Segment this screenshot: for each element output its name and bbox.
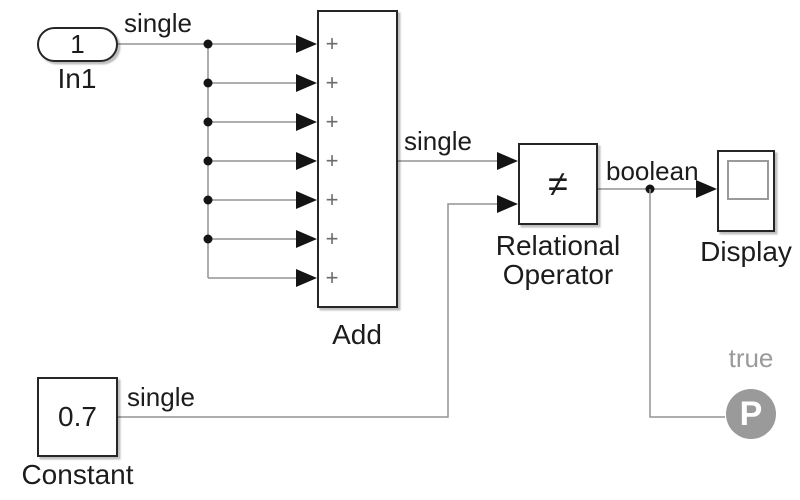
arrowhead-icon (696, 180, 717, 198)
plus-port-sign: + (325, 187, 339, 212)
probe-p-icon: P (739, 394, 763, 433)
arrowhead-icon (296, 113, 317, 131)
probe-value-text: true (728, 343, 774, 373)
constant-block[interactable]: 0.7 (37, 377, 118, 457)
plus-port-sign: + (325, 70, 339, 95)
arrowhead-icon (296, 269, 317, 287)
plus-port-sign: + (325, 31, 339, 56)
relational-operator-block-name[interactable]: Relational Operator (495, 230, 621, 290)
inport-block-in1[interactable]: 1 (37, 27, 118, 62)
arrowhead-icon (497, 152, 518, 170)
add-block[interactable] (317, 10, 398, 308)
branch-dot (203, 156, 213, 166)
plus-port-sign: + (325, 148, 339, 173)
arrowhead-icon (296, 230, 317, 248)
arrowhead-icon (296, 35, 317, 53)
signal-type-label-constant-out: single (127, 382, 195, 412)
display-block-name[interactable]: Display (700, 236, 792, 267)
wire-branch-to-probe[interactable] (649, 189, 725, 418)
add-block-name[interactable]: Add (332, 319, 382, 350)
signal-type-label-add-out: single (404, 126, 472, 156)
branch-dot (203, 195, 213, 205)
branch-dot (203, 117, 213, 127)
display-screen-icon (727, 160, 769, 200)
branch-dot (203, 78, 213, 88)
branch-dot (203, 234, 213, 244)
in1-block-name[interactable]: In1 (57, 63, 97, 94)
inport-number: 1 (70, 29, 85, 59)
arrowhead-icon (296, 191, 317, 209)
arrowhead-icon (497, 195, 518, 213)
arrowhead-icon (296, 74, 317, 92)
constant-block-name[interactable]: Constant (21, 459, 134, 490)
arrowhead-icon (296, 152, 317, 170)
relational-operator-block[interactable]: ≠ (518, 143, 598, 225)
plus-port-sign: + (325, 226, 339, 251)
display-block[interactable] (717, 150, 775, 232)
plus-port-sign: + (325, 265, 339, 290)
not-equal-icon: ≠ (548, 163, 568, 204)
signal-type-label-in1: single (124, 8, 192, 38)
wire-add-to-relational[interactable] (398, 152, 518, 170)
branch-dot (203, 39, 213, 49)
signal-type-label-boolean: boolean (606, 156, 699, 186)
wire-in1-to-add[interactable] (118, 35, 317, 287)
wire-constant-to-relational[interactable] (118, 195, 518, 418)
port-value-probe-badge[interactable]: P (726, 389, 776, 439)
plus-port-sign: + (325, 109, 339, 134)
constant-value: 0.7 (58, 401, 97, 432)
